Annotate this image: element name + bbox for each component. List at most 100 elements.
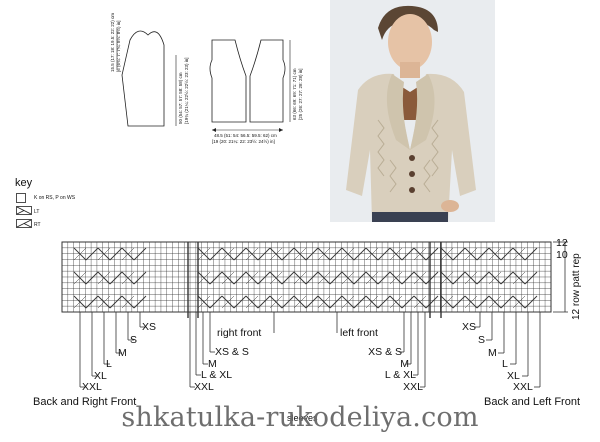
key-item-3-label: RT bbox=[34, 222, 41, 228]
cable-stitch bbox=[476, 295, 490, 309]
cable-stitch bbox=[85, 295, 99, 309]
key-icons bbox=[16, 193, 32, 228]
cable-stitch bbox=[464, 271, 478, 285]
cable-stitch bbox=[401, 271, 415, 285]
cable-stitch bbox=[524, 247, 538, 261]
cable-stitch bbox=[341, 295, 355, 309]
cable-stitch bbox=[281, 295, 295, 309]
left-size-xxl: XXL bbox=[82, 381, 102, 393]
cable-stitch bbox=[257, 271, 271, 285]
left-size-s: S bbox=[130, 334, 138, 346]
cable-stitch bbox=[512, 295, 526, 309]
cable-stitch bbox=[329, 295, 343, 309]
cable-stitch bbox=[440, 247, 454, 261]
cable-stitch bbox=[425, 247, 439, 261]
cable-stitch bbox=[452, 271, 466, 285]
body-width-dim-in: [19 (20: 21¼: 22: 23½: 24½) in] bbox=[212, 139, 275, 144]
patt-rep-label: 12 row patt rep bbox=[571, 253, 582, 320]
cable-stitch bbox=[73, 271, 87, 285]
cable-stitch bbox=[233, 271, 247, 285]
left-size-m: M bbox=[118, 347, 127, 359]
cable-stitch bbox=[389, 295, 403, 309]
cable-stitch bbox=[353, 247, 367, 261]
cable-stitch bbox=[97, 271, 111, 285]
right-size-xs: XS bbox=[462, 321, 477, 333]
cable-stitch bbox=[209, 295, 223, 309]
left-size-xl: XL bbox=[94, 370, 107, 382]
cable-stitch bbox=[440, 271, 454, 285]
cable-stitch bbox=[317, 295, 331, 309]
cable-stitch bbox=[109, 295, 123, 309]
cable-stitch bbox=[97, 295, 111, 309]
cable-stitch bbox=[133, 247, 147, 261]
sleeve-length-dim-in: [19¾ (21¼: 22½: 22½: 23: 23) in] bbox=[184, 57, 189, 124]
stitch-chart bbox=[61, 241, 568, 388]
right-size-m: M bbox=[488, 347, 497, 359]
center-left-size-l-xl: L & XL bbox=[201, 369, 233, 381]
cable-stitch bbox=[197, 271, 211, 285]
cable-stitch bbox=[488, 295, 502, 309]
blank-square-icon bbox=[16, 193, 26, 203]
cable-stitch bbox=[476, 247, 490, 261]
cable-stitch bbox=[413, 295, 427, 309]
cable-stitch bbox=[121, 295, 135, 309]
cable-stitch bbox=[97, 247, 111, 261]
cable-stitch bbox=[365, 247, 379, 261]
cable-stitch bbox=[317, 271, 331, 285]
sleeves-caption: sleeves bbox=[287, 413, 318, 423]
center-right-size-m: M bbox=[400, 358, 409, 370]
body-length-dim-in: [25 (26: 27: 27: 28: 28) in] bbox=[298, 68, 303, 120]
cable-stitch bbox=[281, 247, 295, 261]
cable-stitch bbox=[257, 295, 271, 309]
center-left-size-m: M bbox=[208, 358, 217, 370]
row-number-12: 12 bbox=[556, 237, 568, 249]
cable-stitch bbox=[377, 247, 391, 261]
cable-stitch bbox=[73, 295, 87, 309]
back-left-front-caption: Back and Left Front bbox=[484, 396, 580, 408]
cable-stitch bbox=[233, 295, 247, 309]
schematic-drawings bbox=[116, 28, 291, 132]
cable-stitch bbox=[245, 271, 259, 285]
center-left-size-xxl: XXL bbox=[194, 381, 214, 393]
cable-stitch bbox=[305, 295, 319, 309]
cable-stitch bbox=[85, 271, 99, 285]
cable-stitch bbox=[341, 247, 355, 261]
sleeve-cap-dim: 15.5 (17: 18: 19.5: 22: 22) cm bbox=[110, 12, 115, 72]
cable-stitch bbox=[524, 271, 538, 285]
cable-stitch bbox=[377, 295, 391, 309]
center-left-size-xs-s: XS & S bbox=[215, 346, 249, 358]
cable-stitch bbox=[221, 271, 235, 285]
cable-stitch bbox=[488, 247, 502, 261]
left-size-l: L bbox=[106, 358, 112, 370]
cable-stitch bbox=[281, 271, 295, 285]
cable-stitch bbox=[73, 247, 87, 261]
model-photo bbox=[330, 0, 495, 222]
right-front-label: right front bbox=[217, 327, 262, 339]
right-size-s: S bbox=[478, 334, 486, 346]
cable-stitch bbox=[233, 247, 247, 261]
cable-stitch bbox=[221, 247, 235, 261]
cable-stitch bbox=[197, 247, 211, 261]
cable-stitch bbox=[293, 247, 307, 261]
center-right-size-xxl: XXL bbox=[403, 381, 423, 393]
cable-stitch bbox=[524, 295, 538, 309]
right-size-xxl: XXL bbox=[513, 381, 533, 393]
cable-stitch bbox=[245, 295, 259, 309]
row-number-10: 10 bbox=[556, 249, 568, 261]
cable-stitch bbox=[365, 295, 379, 309]
cable-stitch bbox=[425, 271, 439, 285]
cable-stitch bbox=[293, 295, 307, 309]
cable-stitch bbox=[109, 271, 123, 285]
sleeve-schematic bbox=[121, 30, 165, 127]
cable-stitch bbox=[500, 295, 514, 309]
sleeve-length-dim: 50 (54: 57: 57: 58: 58) cm bbox=[178, 72, 183, 124]
key-item-1-label: K on RS, P on WS bbox=[34, 195, 76, 201]
cable-stitch bbox=[425, 295, 439, 309]
cable-stitch bbox=[121, 271, 135, 285]
cable-stitch bbox=[452, 247, 466, 261]
cable-stitch bbox=[257, 247, 271, 261]
watermark: shkatulka-rukodeliya.com bbox=[121, 402, 479, 433]
center-right-size-xs-s: XS & S bbox=[368, 346, 402, 358]
cable-stitch bbox=[341, 271, 355, 285]
right-size-l: L bbox=[502, 358, 508, 370]
